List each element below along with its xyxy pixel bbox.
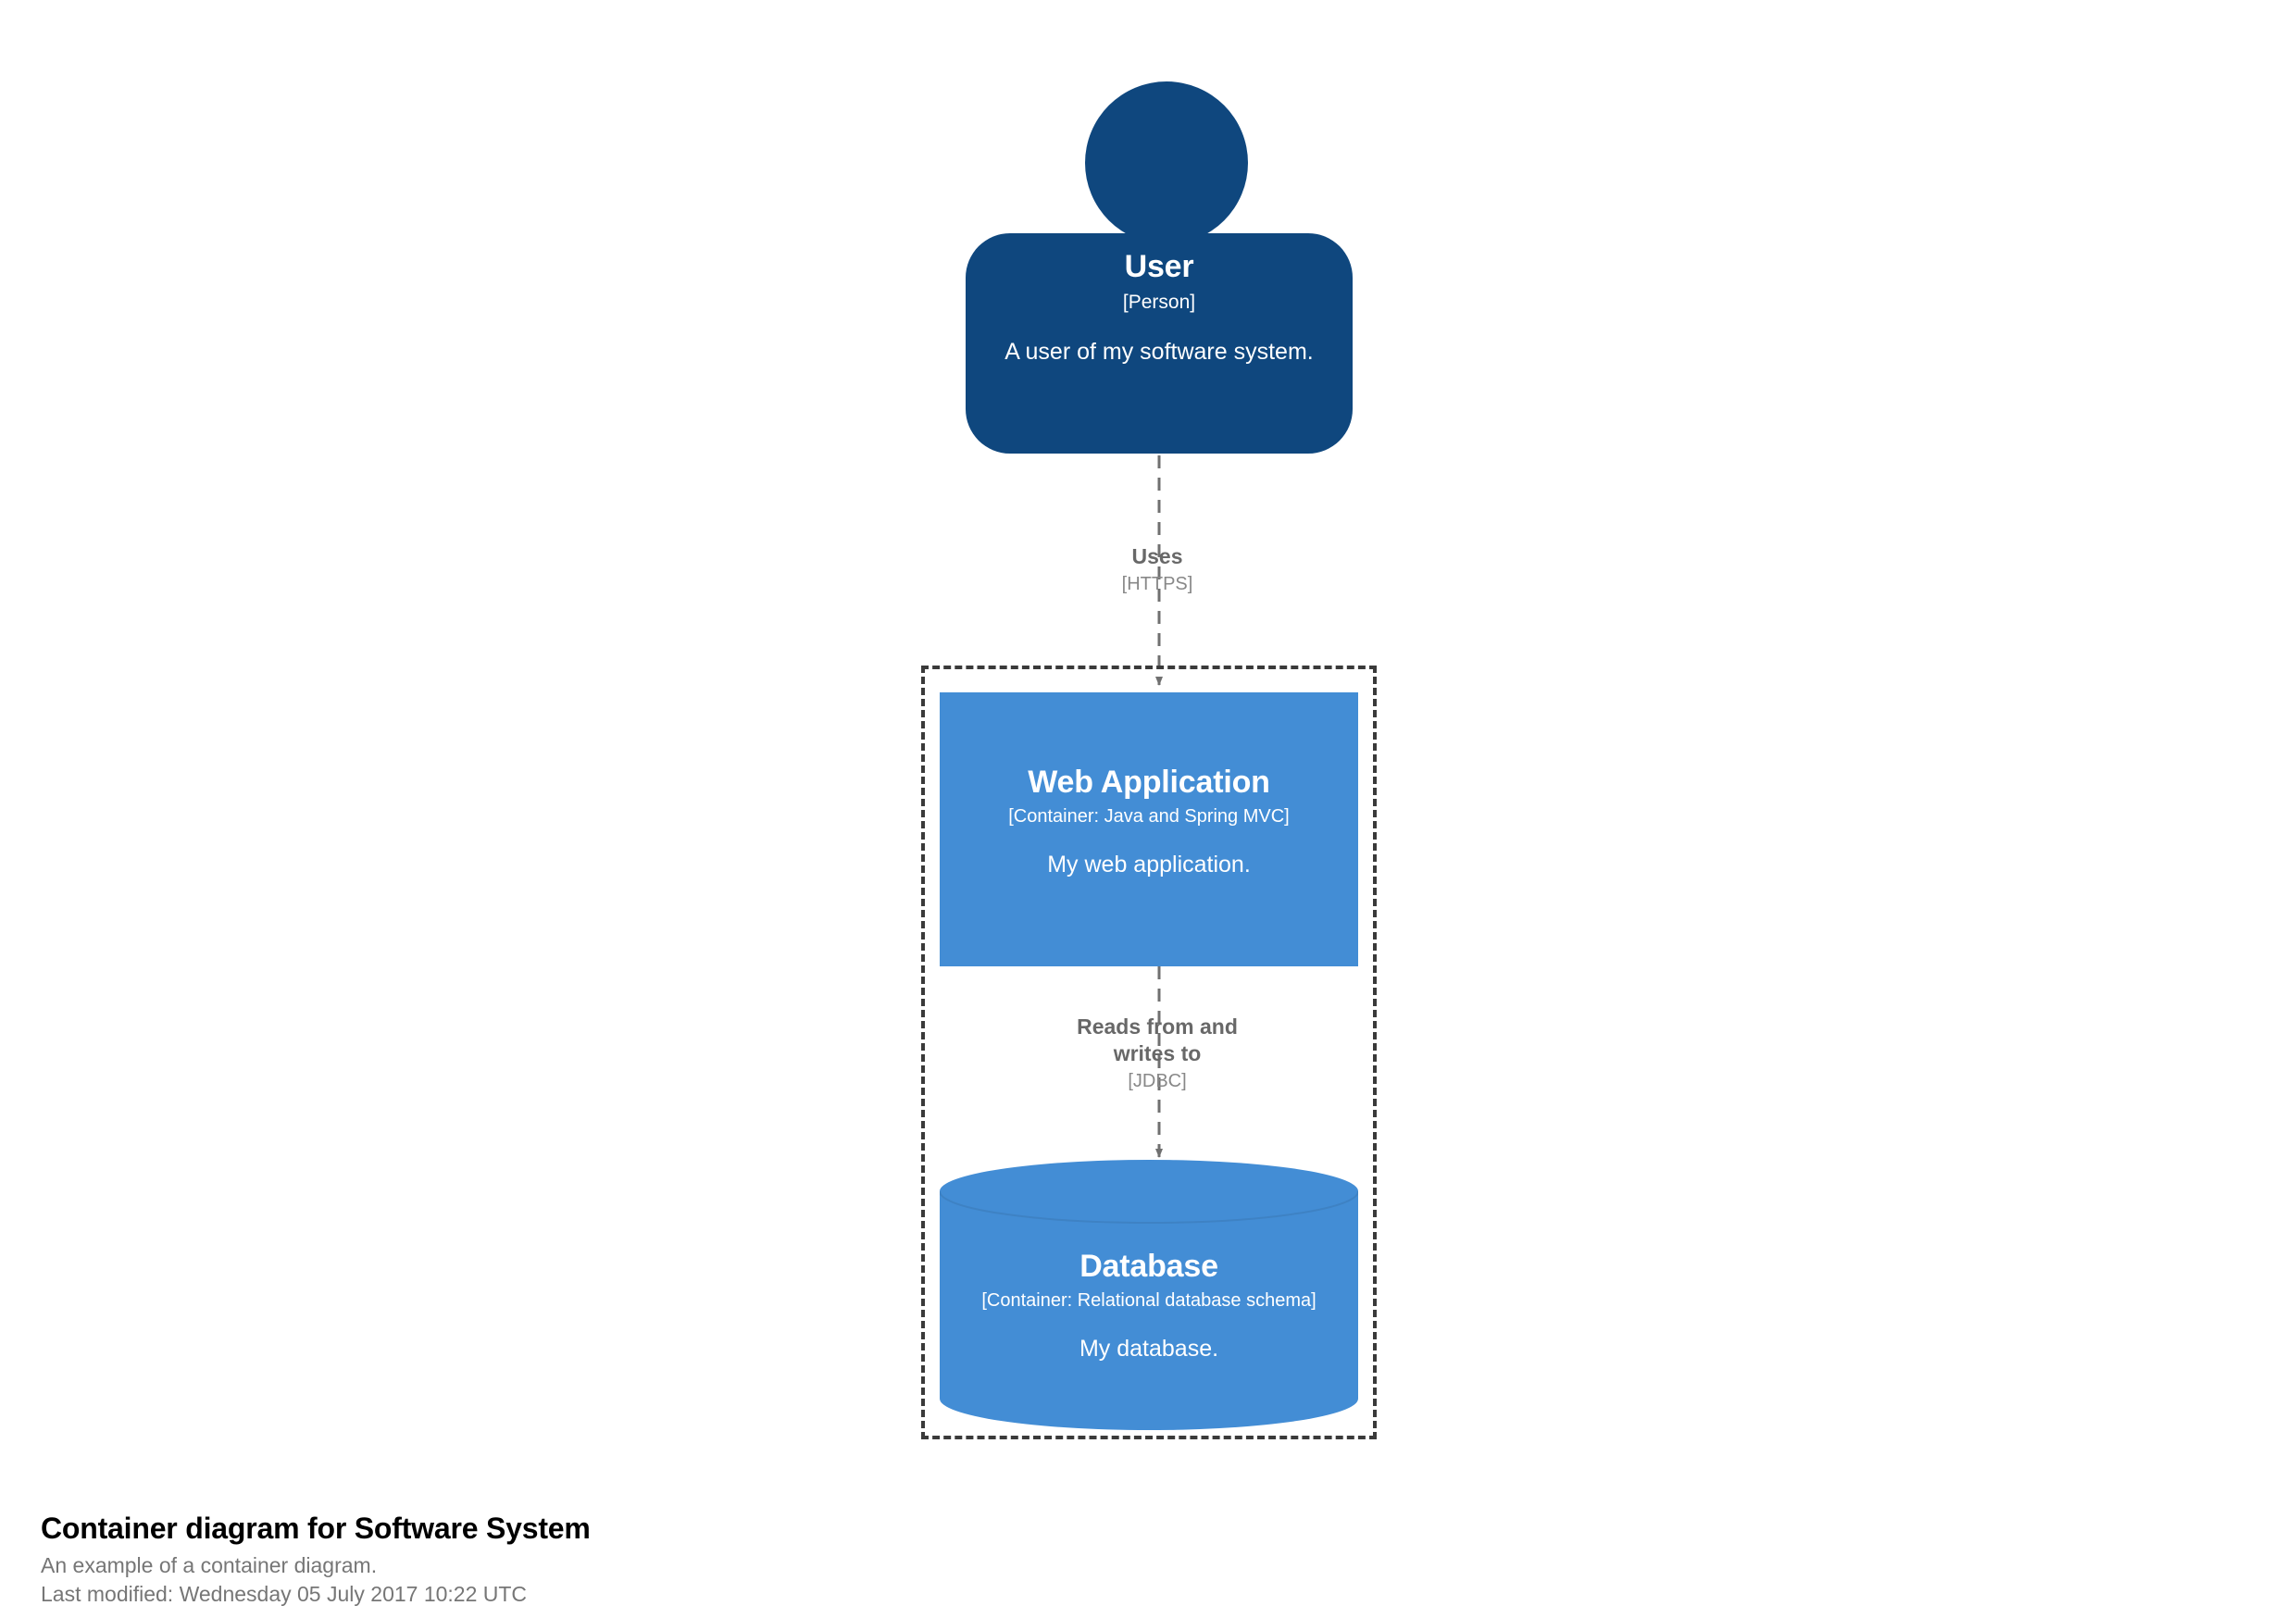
relationship-label-user-to-webapp: Uses [HTTPS] bbox=[1000, 543, 1315, 596]
element-user-name: User bbox=[1124, 249, 1194, 284]
software-system-boundary bbox=[921, 666, 1377, 1439]
person-head-icon bbox=[1085, 81, 1248, 244]
relationship-description-uses: Uses bbox=[1131, 544, 1183, 568]
relationship-technology-https: [HTTPS] bbox=[1121, 574, 1193, 594]
element-web-application-text: Web Application [Container: Java and Spr… bbox=[940, 763, 1358, 879]
relationship-description-reads-writes-line1: Reads from and bbox=[1077, 1014, 1238, 1039]
element-database-type: [Container: Relational database schema] bbox=[981, 1290, 1316, 1311]
element-user-description: A user of my software system. bbox=[1004, 339, 1314, 365]
relationship-technology-jdbc: [JDBC] bbox=[1128, 1071, 1187, 1091]
element-user-type: [Person] bbox=[1122, 292, 1196, 313]
diagram-title: Container diagram for Software System bbox=[41, 1512, 591, 1545]
element-web-application-name: Web Application bbox=[1028, 765, 1270, 800]
relationship-label-webapp-to-database: Reads from and writes to [JDBC] bbox=[1000, 1014, 1315, 1093]
element-user-text: User [Person] A user of my software syst… bbox=[966, 248, 1353, 367]
diagram-last-modified: Last modified: Wednesday 05 July 2017 10… bbox=[41, 1582, 528, 1606]
element-database-name: Database bbox=[1079, 1249, 1218, 1284]
element-user-person[interactable]: User [Person] A user of my software syst… bbox=[966, 81, 1353, 454]
relationship-description-reads-writes-line2: writes to bbox=[1113, 1041, 1202, 1065]
element-web-application[interactable]: Web Application [Container: Java and Spr… bbox=[940, 692, 1358, 966]
diagram-subtitle: An example of a container diagram. bbox=[41, 1553, 378, 1577]
element-database-description: My database. bbox=[1079, 1336, 1219, 1362]
element-database-text: Database [Container: Relational database… bbox=[940, 1247, 1358, 1363]
database-cylinder-shape bbox=[940, 1160, 1358, 1430]
element-web-application-description: My web application. bbox=[1047, 852, 1251, 877]
diagram-footer: Container diagram for Software System An… bbox=[41, 1510, 1152, 1609]
person-body-shape bbox=[966, 233, 1353, 454]
element-database[interactable]: Database [Container: Relational database… bbox=[940, 1160, 1358, 1430]
element-web-application-type: [Container: Java and Spring MVC] bbox=[1008, 806, 1290, 827]
